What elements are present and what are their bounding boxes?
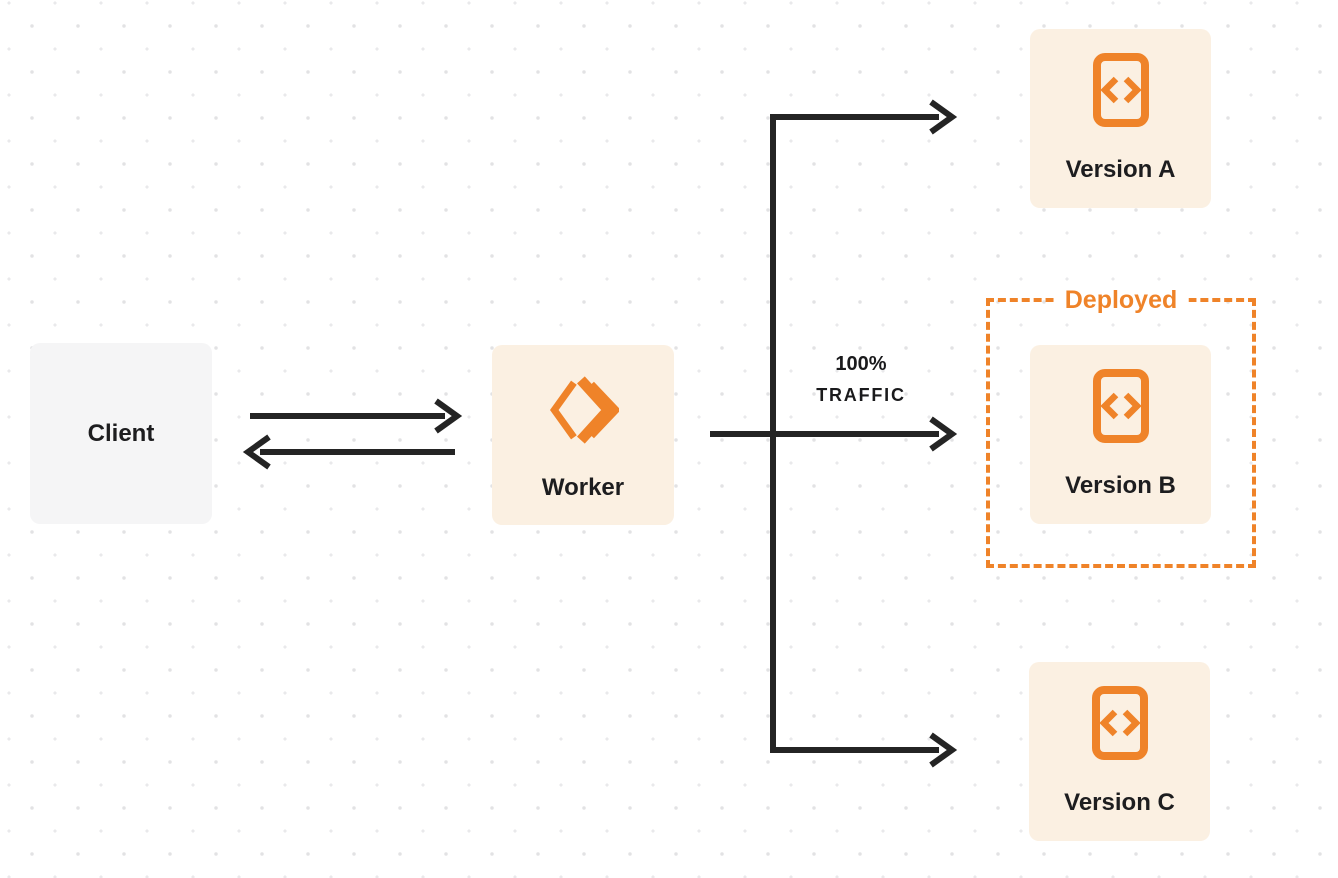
- version-a-arrowhead: [929, 99, 958, 135]
- client-label: Client: [87, 419, 155, 447]
- code-file-icon: [1092, 369, 1149, 443]
- version-b-arrowhead: [929, 416, 958, 452]
- code-file-icon: [1091, 686, 1148, 760]
- client-to-worker-arrowhead: [434, 398, 463, 434]
- worker-label: Worker: [541, 474, 625, 501]
- traffic-annotation: 100% TRAFFIC: [773, 352, 949, 406]
- version-c-arrowhead: [929, 732, 958, 768]
- traffic-word-text: TRAFFIC: [816, 385, 906, 405]
- version-c-node: Version C: [1029, 662, 1210, 841]
- version-b-label: Version B: [1065, 472, 1176, 499]
- version-c-label: Version C: [1064, 789, 1175, 816]
- traffic-percent-text: 100%: [835, 353, 887, 375]
- worker-node: Worker: [492, 345, 674, 525]
- version-a-node: Version A: [1030, 29, 1211, 208]
- version-a-label: Version A: [1065, 156, 1176, 183]
- cloudflare-workers-icon: [549, 376, 619, 444]
- deployed-label: Deployed: [1053, 285, 1189, 315]
- code-file-icon: [1092, 53, 1149, 127]
- deployed-group-frame: Deployed: [986, 285, 1256, 568]
- worker-to-client-arrowhead: [242, 434, 271, 470]
- client-node: Client: [30, 343, 212, 524]
- version-b-node: Version B: [1030, 345, 1211, 524]
